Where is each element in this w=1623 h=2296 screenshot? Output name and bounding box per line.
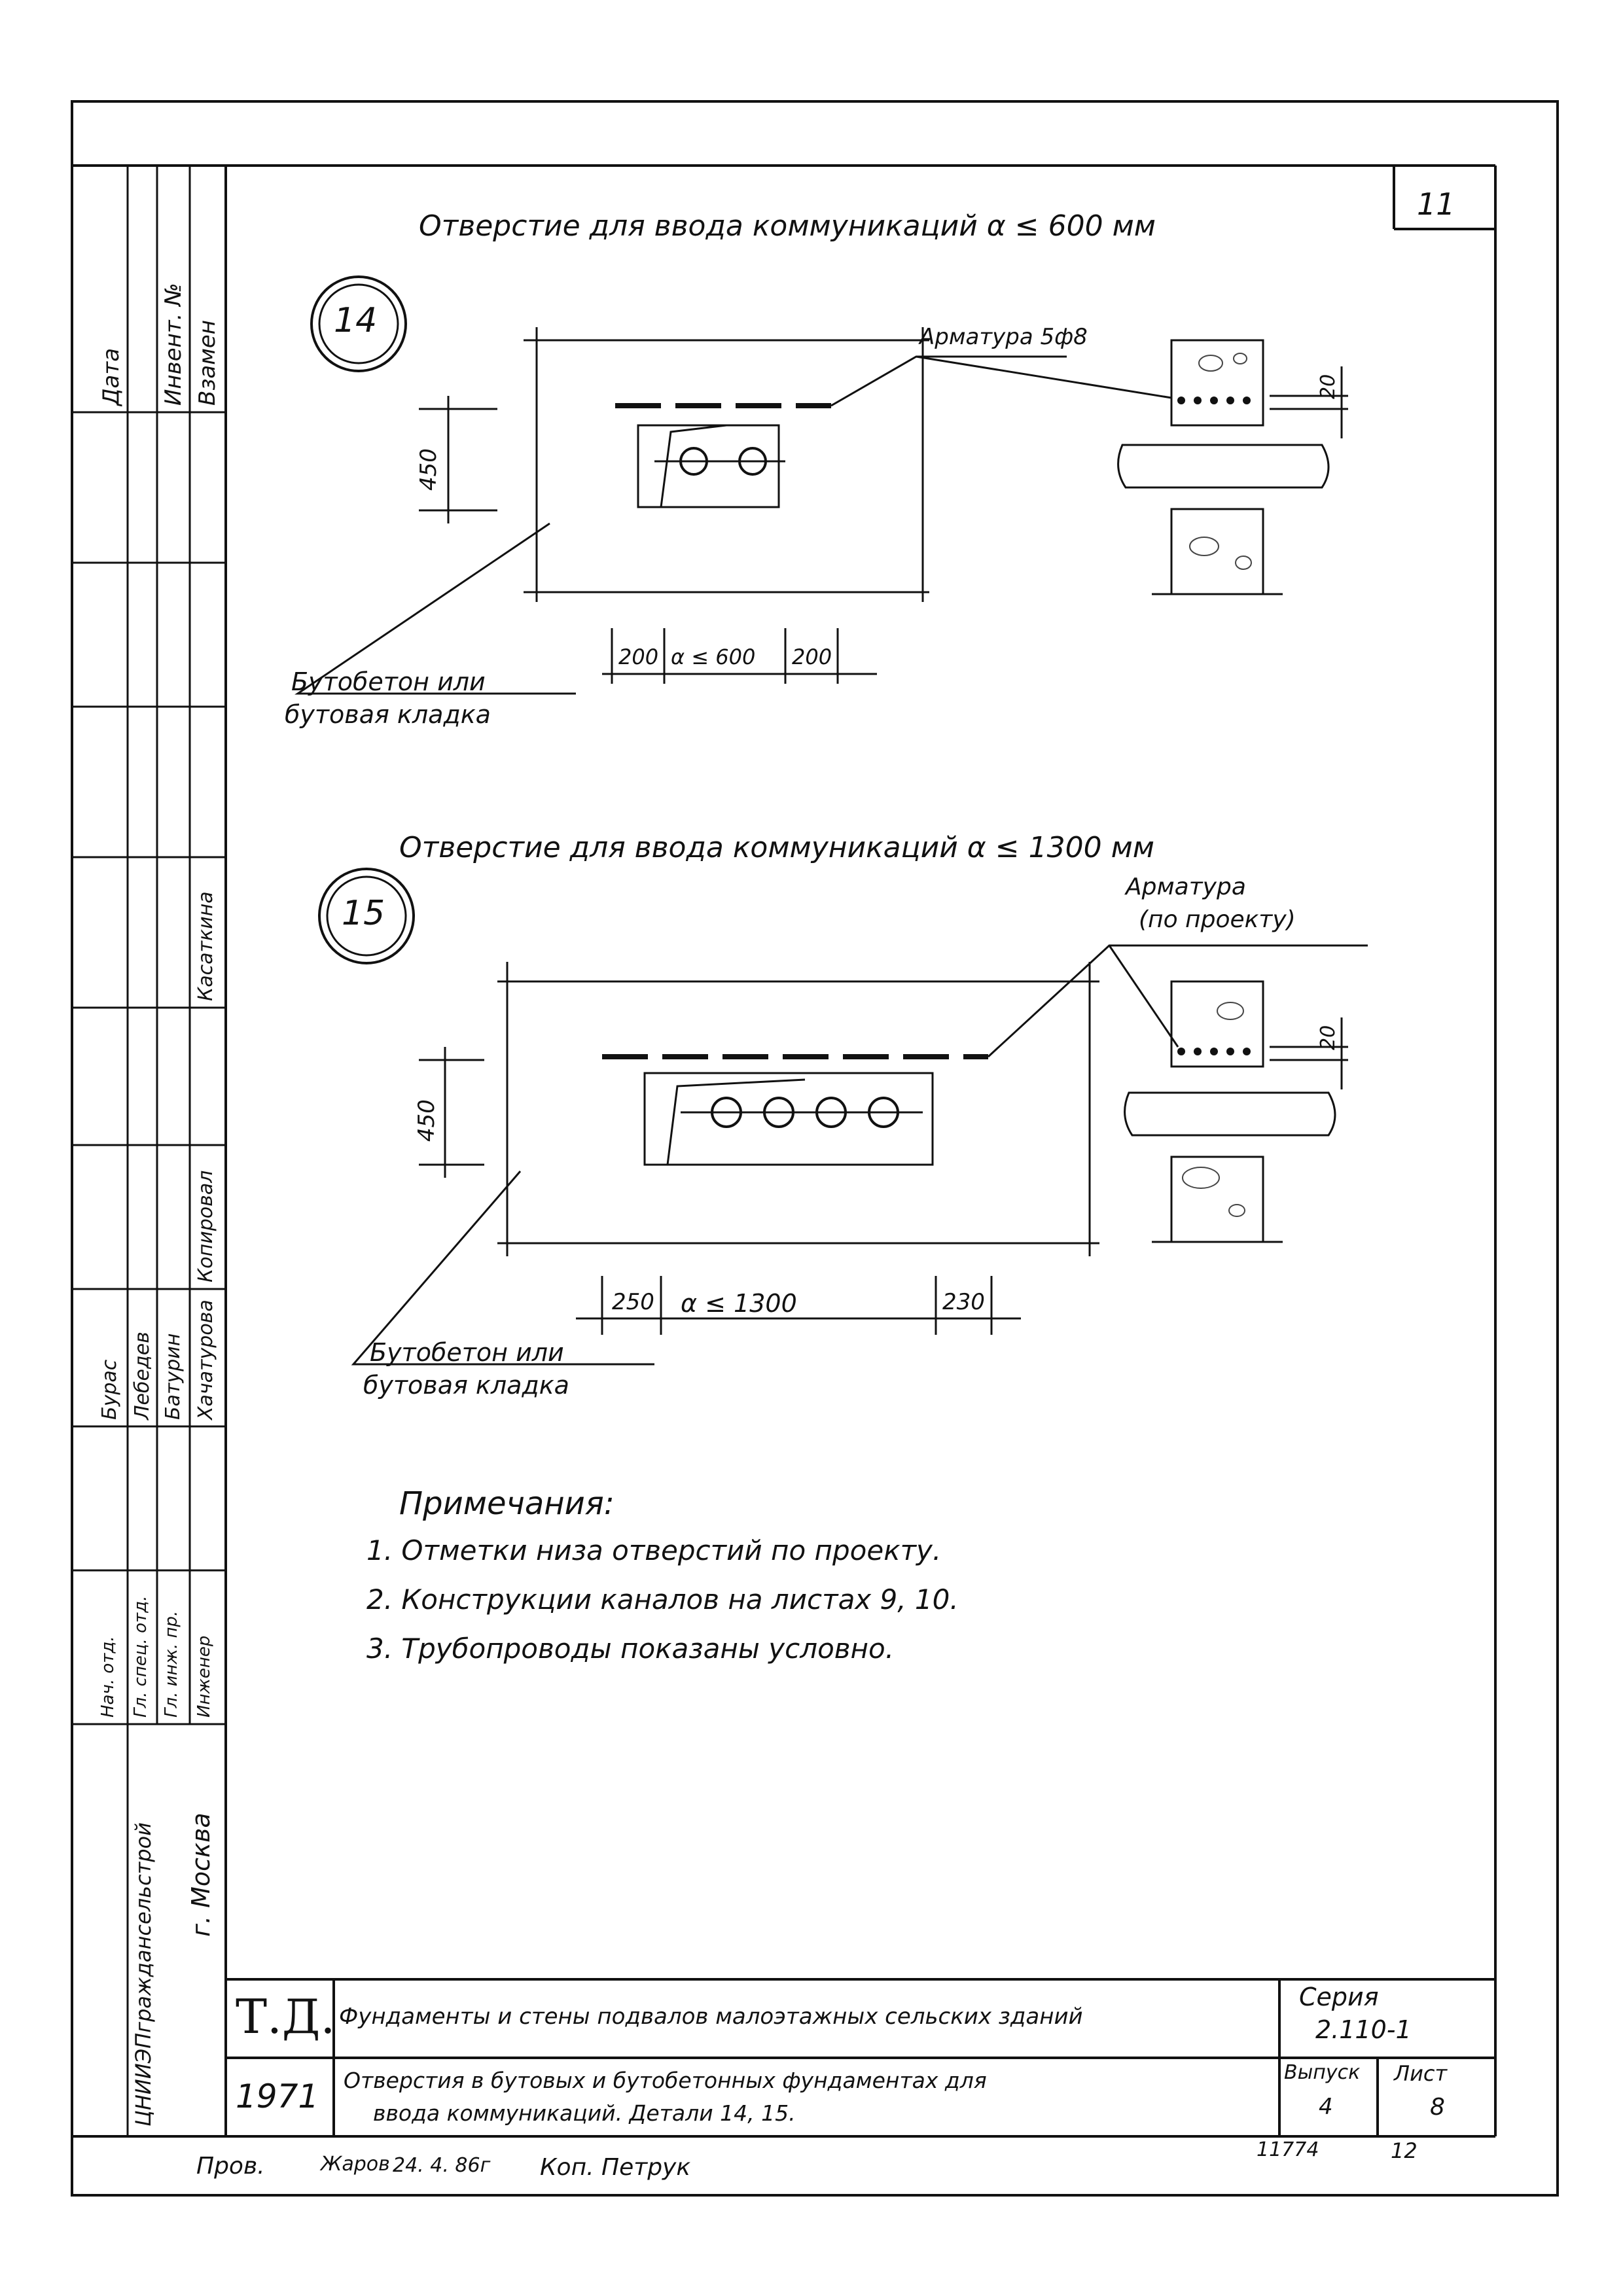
detail-15-material-line2: бутовая кладка xyxy=(363,1371,569,1400)
notes-heading: Примечания: xyxy=(399,1485,615,1522)
sheet-label: Лист xyxy=(1394,2061,1448,2086)
title-description-line2: ввода коммуникаций. Детали 14, 15. xyxy=(373,2100,796,2126)
stamp-person-4: Хачатурова xyxy=(194,1299,217,1420)
stamp-role-3: Гл. инж. пр. xyxy=(162,1610,181,1718)
footer-checked-label: Пров. xyxy=(196,2153,265,2180)
stamp-replaces-label: Взамен xyxy=(194,319,221,406)
footer-signature: Жаров xyxy=(321,2153,390,2176)
outer-frame xyxy=(71,100,1559,2197)
stamp-person-3: Батурин xyxy=(162,1333,185,1420)
notes-item-3: 3. Трубопроводы показаны условно. xyxy=(366,1633,895,1665)
footer-copy-label: Коп. Петрук xyxy=(540,2154,691,2181)
issue-value: 4 xyxy=(1319,2094,1333,2120)
detail-14-material-line2: бутовая кладка xyxy=(285,700,491,729)
sheet-value: 8 xyxy=(1430,2094,1445,2121)
notes-item-1: 1. Отметки низа отверстий по проекту. xyxy=(366,1534,942,1566)
detail-14-dim-right: 200 xyxy=(792,645,832,669)
bottom-code: 11774 xyxy=(1257,2138,1319,2161)
stamp-role-1: Нач. отд. xyxy=(98,1636,118,1718)
detail-15-material-line1: Бутобетон или xyxy=(370,1338,564,1367)
detail-14-dim-side: 20 xyxy=(1317,374,1340,399)
bottom-page: 12 xyxy=(1391,2138,1418,2163)
detail-14-dim-height: 450 xyxy=(416,448,442,491)
footer-date: 24. 4. 86г xyxy=(393,2154,491,2177)
detail-15-rebar-label-line2: (по проекту) xyxy=(1139,906,1296,933)
detail-14-dim-middle: α ≤ 600 xyxy=(671,645,756,669)
detail-14-title: Отверстие для ввода коммуникаций α ≤ 600… xyxy=(419,209,1156,243)
detail-14-number: 14 xyxy=(334,301,378,340)
title-description-line1: Отверстия в бутовых и бутобетонных фунда… xyxy=(344,2068,987,2093)
detail-15-number: 15 xyxy=(342,894,385,933)
td-mark: Т.Д. xyxy=(236,1989,336,2044)
stamp-copier-label: Копировал xyxy=(194,1170,217,1282)
detail-15-dim-right: 230 xyxy=(942,1289,985,1315)
stamp-role-2: Гл. спец. отд. xyxy=(131,1595,151,1718)
stamp-city: г. Москва xyxy=(187,1812,215,1937)
detail-14-rebar-label: Арматура 5ф8 xyxy=(919,324,1088,350)
detail-15-dim-middle: α ≤ 1300 xyxy=(681,1289,797,1318)
detail-15-title: Отверстие для ввода коммуникаций α ≤ 130… xyxy=(399,831,1154,864)
stamp-inventory-label: Инвент. № xyxy=(160,283,187,406)
series-value: 2.110-1 xyxy=(1315,2015,1412,2044)
issue-label: Выпуск xyxy=(1284,2061,1361,2084)
detail-14-material-line1: Бутобетон или xyxy=(291,667,486,696)
detail-15-rebar-label-line1: Арматура xyxy=(1126,874,1246,900)
series-label: Серия xyxy=(1299,1983,1379,2011)
detail-15-dim-height: 450 xyxy=(414,1099,440,1142)
stamp-person-1: Бурас xyxy=(98,1359,121,1420)
stamp-organization: ЦНИИЭПграждансельстрой xyxy=(131,1822,156,2127)
notes-item-2: 2. Конструкции каналов на листах 9, 10. xyxy=(366,1583,959,1616)
detail-15-dim-side: 20 xyxy=(1317,1025,1340,1050)
detail-15-drawing xyxy=(318,868,1368,1366)
stamp-person-2: Лебедев xyxy=(131,1332,154,1420)
title-year: 1971 xyxy=(236,2077,319,2115)
detail-14-dim-left: 200 xyxy=(618,645,659,669)
stamp-date-label: Дата xyxy=(98,347,124,406)
detail-14-drawing xyxy=(294,275,1348,695)
stamp-copier-name: Касаткина xyxy=(194,891,217,1001)
detail-15-dim-left: 250 xyxy=(612,1289,654,1315)
title-subject: Фундаменты и стены подвалов малоэтажных … xyxy=(339,2004,1083,2030)
stamp-role-4: Инженер xyxy=(194,1635,214,1718)
sheet-number: 11 xyxy=(1417,186,1455,222)
